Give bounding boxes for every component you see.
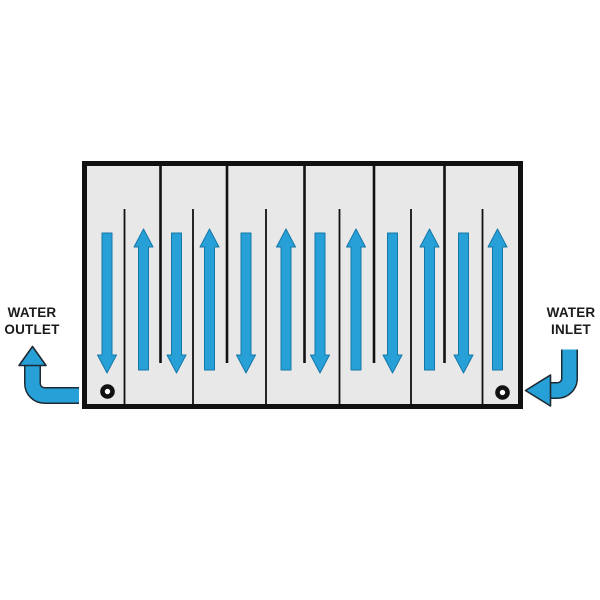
outlet-elbow-arrow: [18, 345, 79, 404]
water-outlet-label-line1: WATER: [7, 305, 57, 320]
flow-arrow-up: [276, 228, 296, 371]
inlet-port: [495, 385, 510, 400]
flow-arrow-down: [97, 232, 117, 374]
outlet-up-arrowhead: [18, 345, 47, 367]
baffle-lines: [123, 209, 484, 405]
tank-body: [82, 161, 523, 409]
ports: [100, 384, 510, 400]
divider-lines: [159, 165, 446, 363]
flow-arrow-down: [166, 232, 187, 374]
water-inlet-label-line2: INLET: [551, 321, 591, 337]
flow-arrow-down: [310, 232, 330, 374]
flow-arrow-down: [236, 232, 256, 374]
outlet-elbow-pipe: [25, 365, 79, 403]
flow-arrow-down: [382, 232, 403, 374]
flow-arrow-up: [133, 228, 154, 371]
outlet-port: [100, 384, 115, 399]
flow-arrow-down: [453, 232, 474, 374]
flow-arrow-up: [346, 228, 366, 371]
tank-outline: [82, 161, 523, 409]
flow-arrow-up: [487, 228, 508, 371]
inlet-left-arrowhead: [524, 374, 552, 407]
flow-arrow-up: [419, 228, 440, 371]
water-outlet-label-line2: OUTLET: [4, 321, 60, 337]
water-inlet-label: WATER INLET: [539, 305, 600, 339]
flow-arrow-up: [199, 228, 220, 371]
inlet-elbow-arrow: [524, 349, 578, 407]
flow-arrows: [97, 228, 508, 374]
water-outlet-label: WATER OUTLET: [0, 305, 64, 339]
inlet-elbow-pipe: [550, 349, 577, 398]
water-inlet-label-line1: WATER: [546, 305, 596, 320]
